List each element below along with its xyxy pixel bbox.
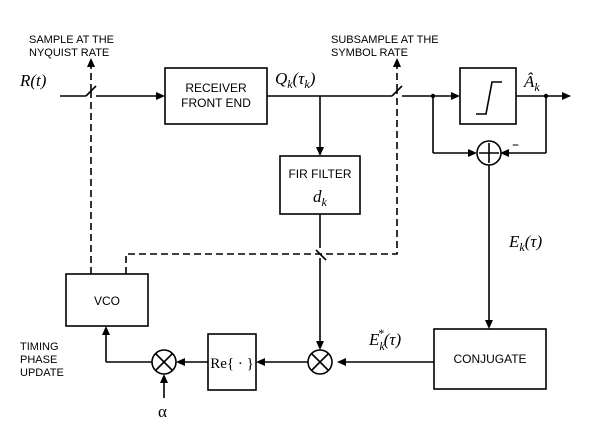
vco-to-symbol-sampler-dashed xyxy=(125,91,398,274)
multiplier-right-arrow xyxy=(337,358,346,366)
alpha-input-arrow xyxy=(160,374,168,383)
receiver-front-end-block xyxy=(164,67,268,125)
conjugate-label: CONJUGATE xyxy=(453,352,526,366)
front-end-label-line2: FRONT END xyxy=(181,96,251,110)
q-signal-label: Qk(τk) xyxy=(275,69,316,91)
frontend-input-arrow xyxy=(156,92,165,100)
fir-output-sampler-switch xyxy=(315,249,327,261)
alpha-label: α xyxy=(158,402,167,421)
input-signal-label: R(t) xyxy=(19,71,47,90)
fir-label-line1: FIR FILTER xyxy=(288,167,351,181)
summer-minus-arrow xyxy=(500,149,509,157)
timing-label-line3: UPDATE xyxy=(20,367,64,379)
re-input-arrow xyxy=(256,358,265,366)
timing-label-line1: TIMING xyxy=(20,341,59,353)
gain-multiplier-input-arrow xyxy=(176,358,185,366)
conjugate-error-label: Ek*(τ) xyxy=(368,326,401,353)
slicer-input-arrow xyxy=(451,92,460,100)
decision-output-arrow xyxy=(562,92,571,100)
error-multiplier-cross-b xyxy=(311,353,329,371)
nyquist-sampler-arrow xyxy=(87,58,95,67)
a-hat-label: Âk xyxy=(523,72,540,94)
timing-label-line2: PHASE xyxy=(20,354,57,366)
front-end-label-line1: RECEIVER xyxy=(185,81,247,95)
vco-input-arrow xyxy=(102,326,110,335)
nyquist-label-line1: SAMPLE AT THE xyxy=(29,34,114,46)
error-signal-label: Ek(τ) xyxy=(508,232,542,254)
gain-multiplier-cross-b xyxy=(155,353,173,371)
fir-coefficient-label: dk xyxy=(313,187,328,209)
multiplier-top-arrow xyxy=(316,341,324,350)
decision-branch-dot xyxy=(543,93,549,99)
vco-label: VCO xyxy=(94,294,120,308)
slicer-block xyxy=(459,67,517,125)
vco-block xyxy=(65,273,149,327)
real-part-label: Re{ · } xyxy=(210,356,254,372)
symbol-rate-label-line1: SUBSAMPLE AT THE xyxy=(331,34,439,46)
slicer-icon xyxy=(476,81,502,115)
fir-filter-block xyxy=(279,155,361,215)
symbol-rate-label-line2: SYMBOL RATE xyxy=(331,47,408,59)
minus-sign: – xyxy=(512,137,519,153)
nyquist-label-line2: NYQUIST RATE xyxy=(29,47,109,59)
summer-plus-arrow xyxy=(468,149,477,157)
conjugate-block xyxy=(433,328,547,390)
conjugate-input-arrow xyxy=(485,320,493,329)
fir-input-arrow xyxy=(316,147,324,156)
symbol-sampler-arrow xyxy=(393,58,401,67)
